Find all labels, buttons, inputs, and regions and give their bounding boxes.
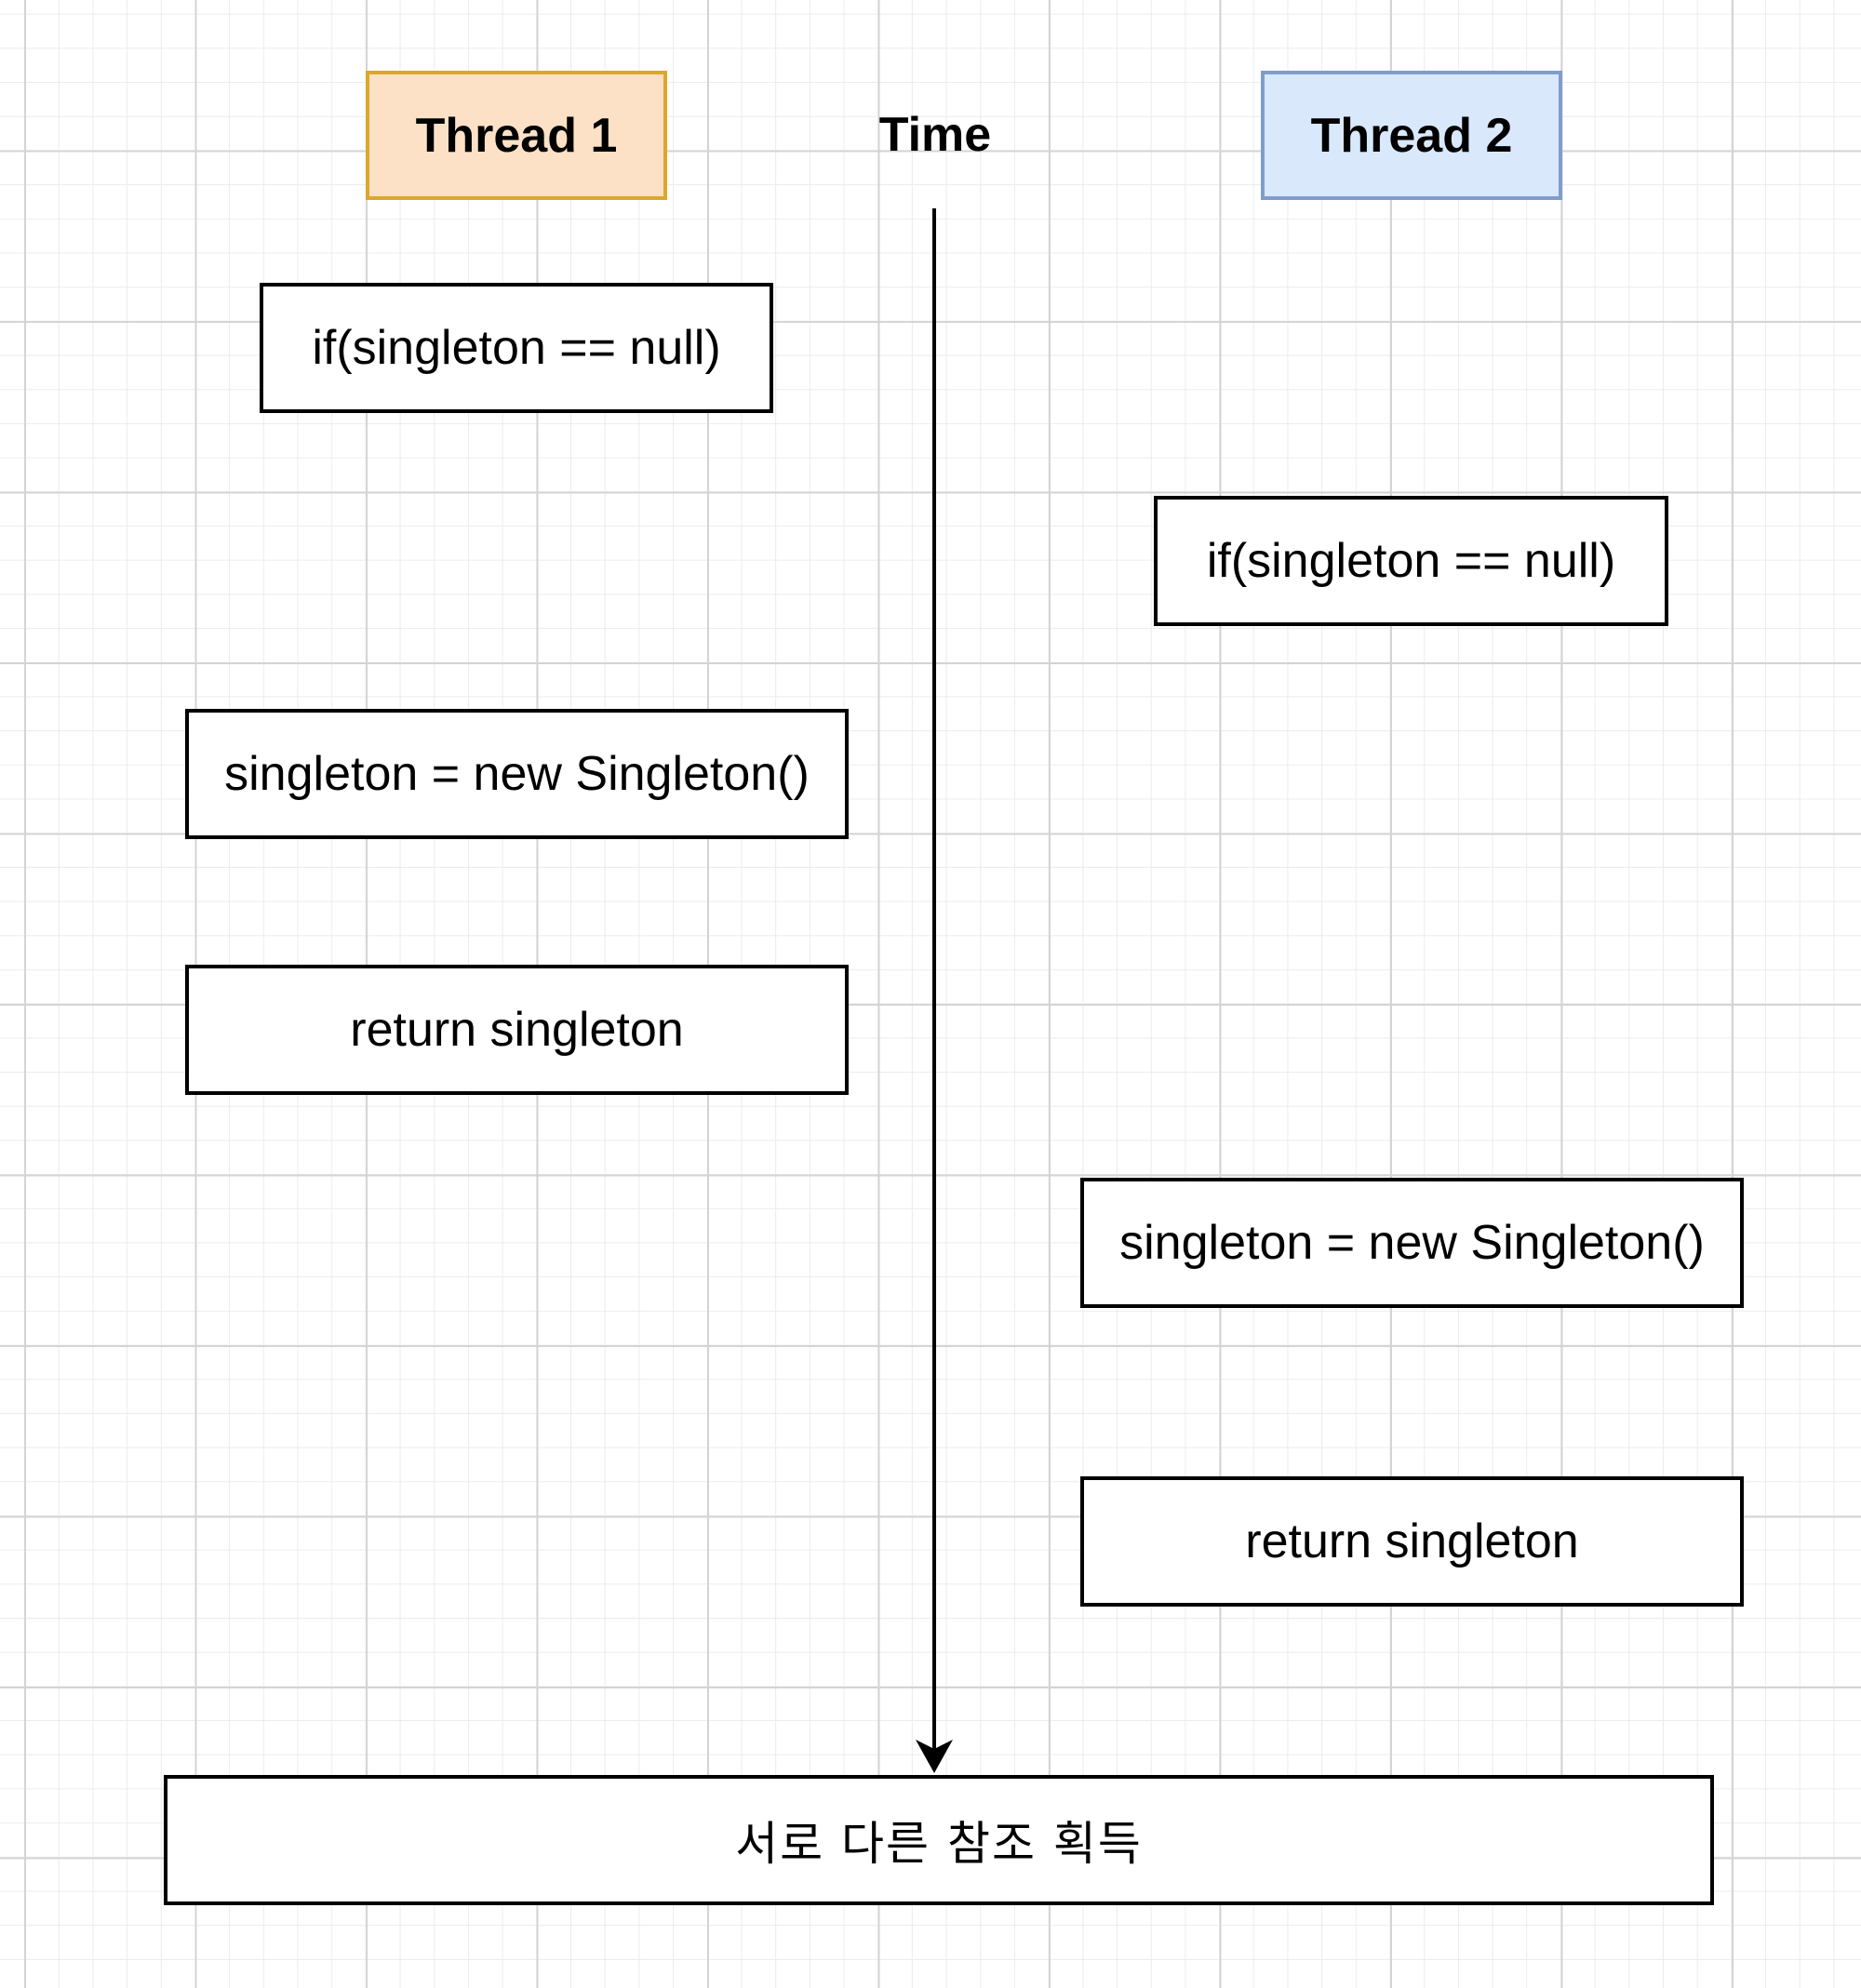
thread1-create-instance: singleton = new Singleton(): [185, 709, 849, 839]
time-arrowhead: [916, 1740, 953, 1773]
time-label: Time: [878, 108, 992, 162]
thread2-return: return singleton: [1080, 1476, 1744, 1607]
thread2-create-instance: singleton = new Singleton(): [1080, 1178, 1744, 1308]
thread2-header: Thread 2: [1261, 71, 1562, 200]
result-box: 서로 다른 참조 획득: [164, 1775, 1714, 1905]
thread2-if-check: if(singleton == null): [1154, 496, 1668, 626]
thread1-header: Thread 1: [366, 71, 667, 200]
thread1-if-check: if(singleton == null): [260, 283, 773, 413]
thread1-return: return singleton: [185, 965, 849, 1095]
